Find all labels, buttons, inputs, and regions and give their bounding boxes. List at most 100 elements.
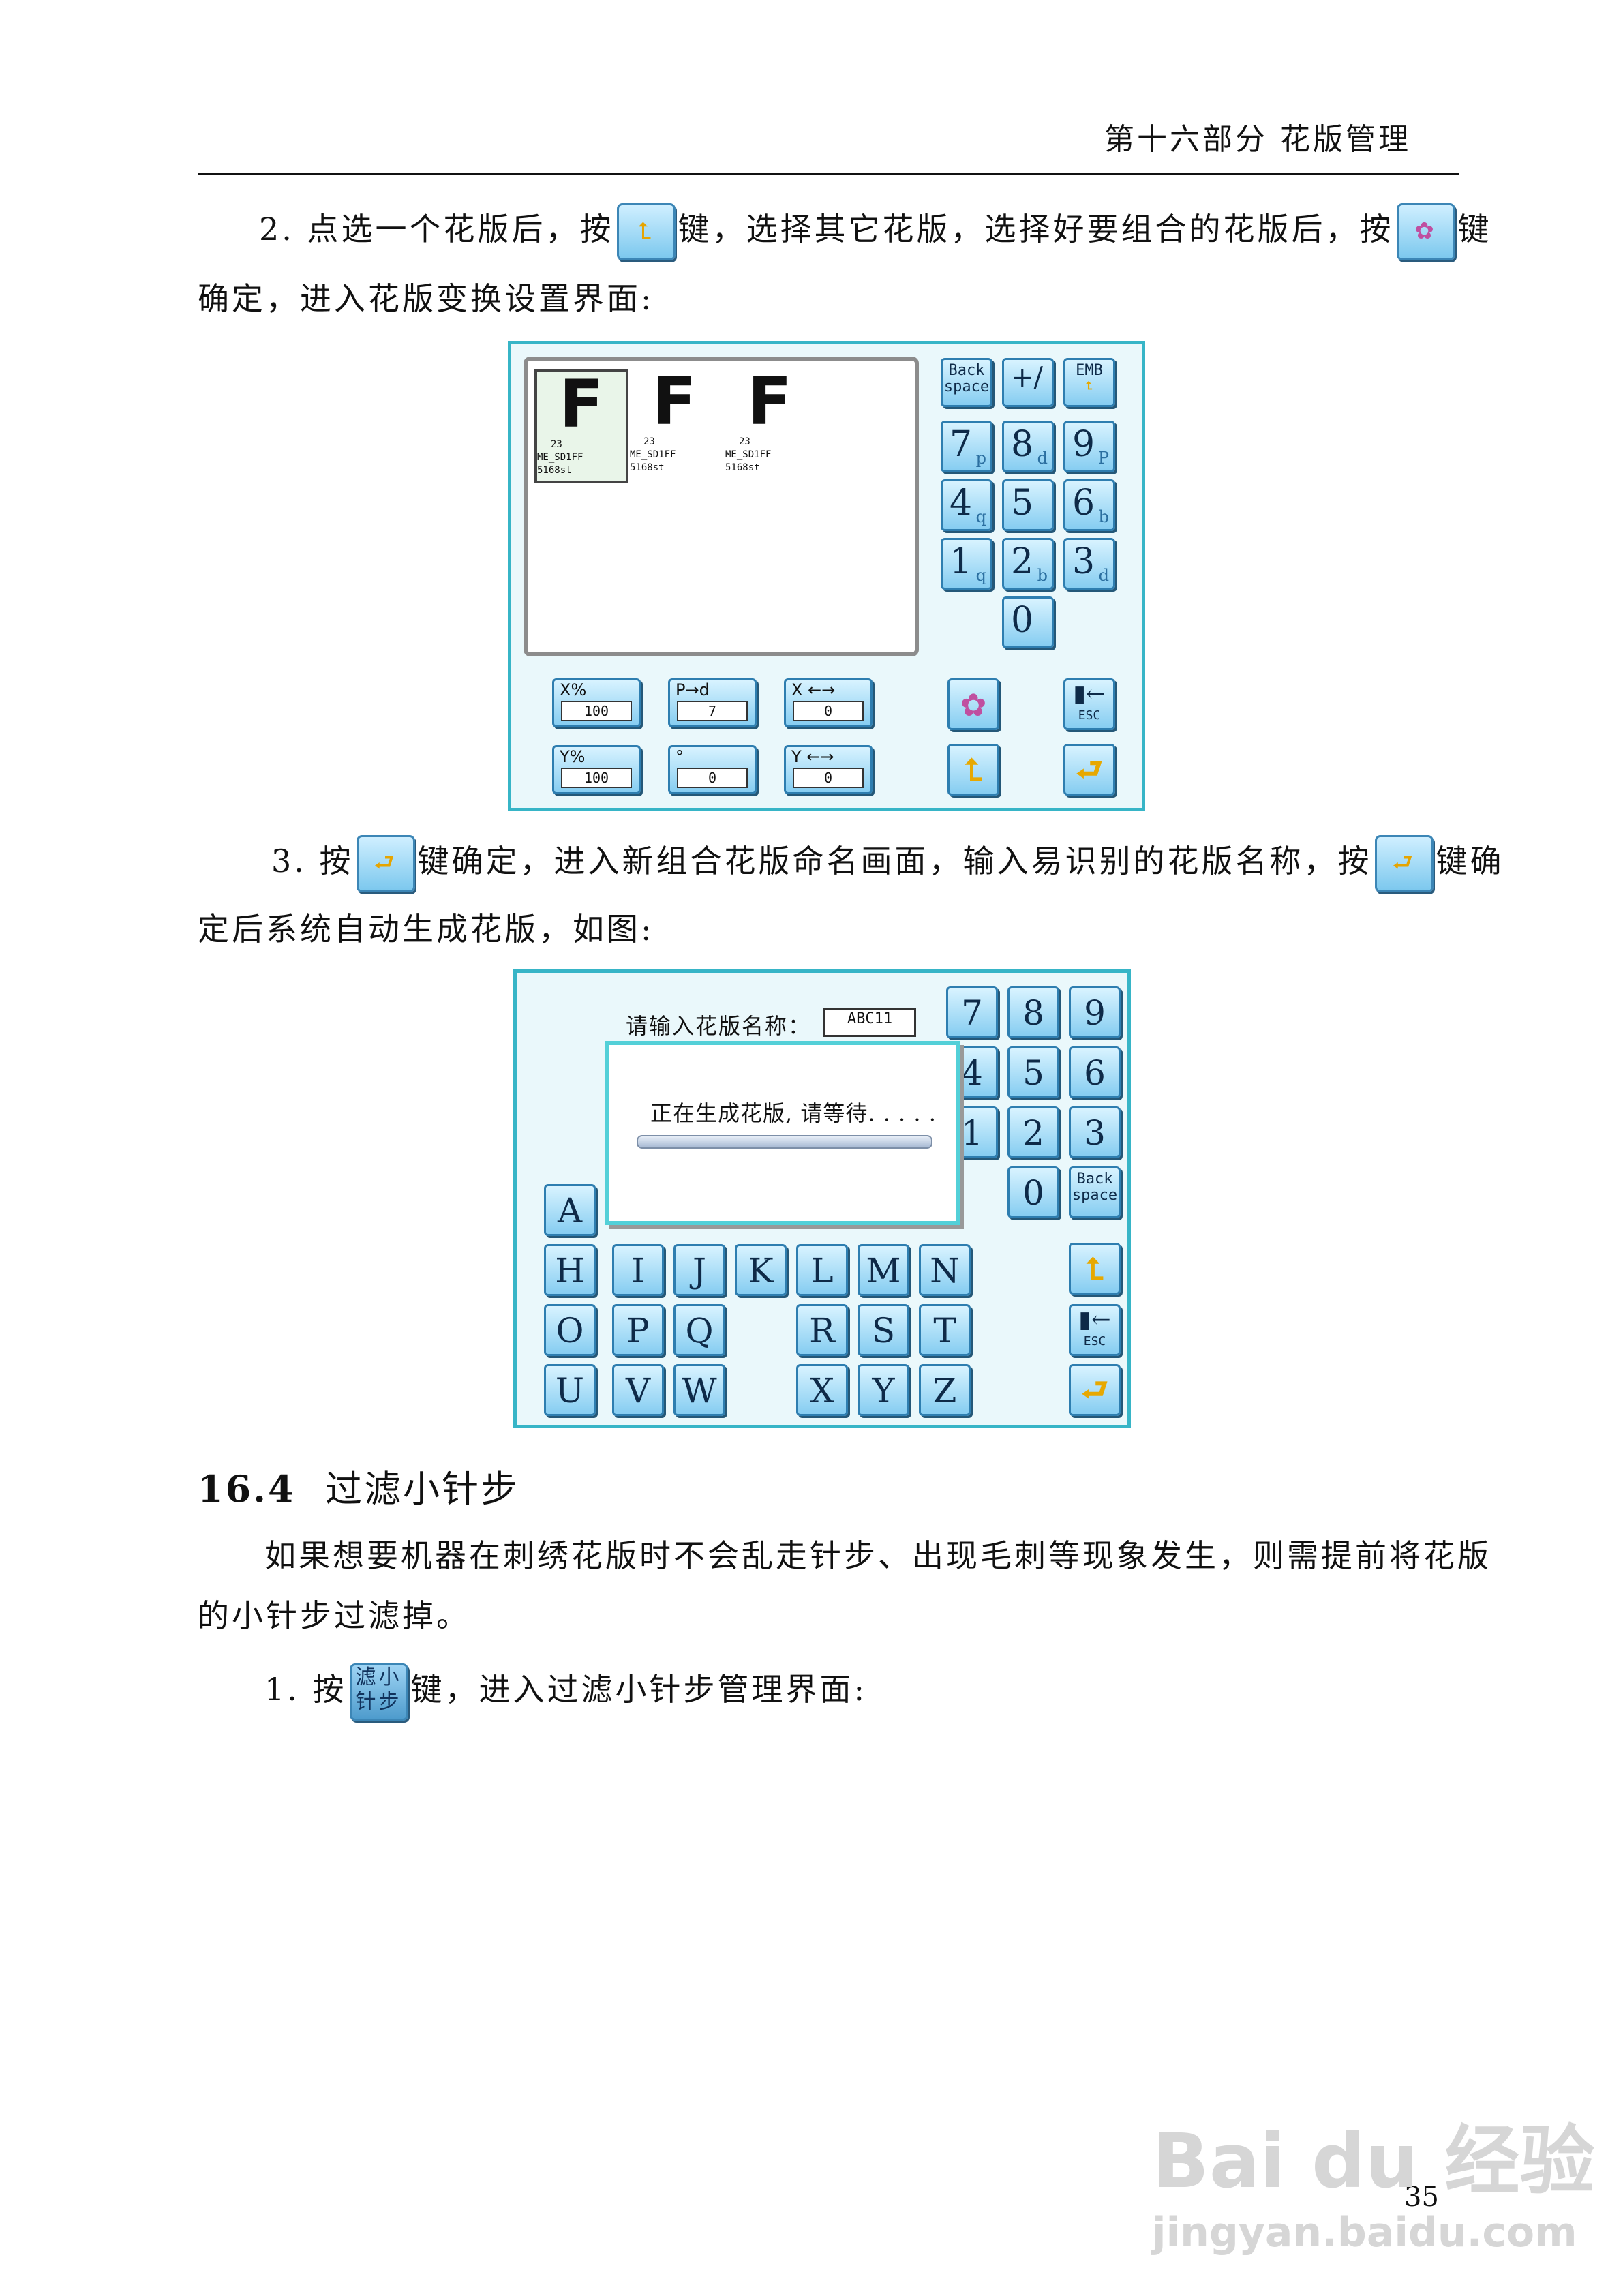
section-number: 16.4: [198, 1467, 296, 1511]
backspace-key[interactable]: Back space: [941, 358, 992, 407]
section-step1-number: 1.: [264, 1671, 300, 1708]
section-step1-text-b: 键，进入过滤小针步管理界面:: [410, 1671, 868, 1708]
pattern-preview-area: F 23 ME_SD1FF 5168st F 23 ME_SD1FF 5168s…: [524, 357, 919, 656]
exit-icon: ▮←: [1073, 680, 1106, 708]
filter-small-stitch-key-icon: 滤小 针步: [349, 1663, 408, 1721]
key-5[interactable]: 5: [1002, 479, 1054, 531]
section-title: 过滤小针步: [325, 1468, 520, 1511]
key-j[interactable]: J: [673, 1244, 725, 1296]
key-5[interactable]: 5: [1007, 1046, 1059, 1098]
enter-icon: ⮐: [1081, 1373, 1108, 1408]
key-1[interactable]: 1: [946, 1106, 998, 1158]
key-3[interactable]: 3: [1069, 1106, 1121, 1158]
key-x[interactable]: X: [796, 1364, 848, 1416]
backspace-key[interactable]: Back space: [1069, 1166, 1121, 1218]
key-r[interactable]: R: [796, 1304, 848, 1356]
naming-screen: 请输入花版名称： ABC11 7 8 9 4 5 6 1 2 3 0 Back …: [513, 969, 1131, 1428]
return-button[interactable]: ⮤: [947, 744, 999, 796]
return-button[interactable]: ⮤: [1069, 1243, 1121, 1295]
return-key-icon: ⮤: [616, 203, 676, 260]
key-l[interactable]: L: [796, 1244, 848, 1296]
key-h[interactable]: H: [544, 1244, 596, 1296]
x-offset-field[interactable]: X ←→0: [784, 678, 873, 727]
section-step1-text-a: 按: [312, 1671, 347, 1708]
step2-line2: 确定，进入花版变换设置界面:: [198, 280, 654, 317]
confirm-key-icon: ⮐: [356, 835, 415, 892]
key-0[interactable]: 0: [1007, 1166, 1059, 1218]
key-m[interactable]: M: [858, 1244, 909, 1296]
step2-number: 2.: [259, 211, 294, 247]
emb-key[interactable]: EMB⮤: [1063, 358, 1115, 407]
key-o[interactable]: O: [544, 1304, 596, 1356]
confirm-key-icon-2: ⮐: [1374, 835, 1434, 892]
step3-text-b: 键确定，进入新组合花版命名画面，输入易识别的花版名称，按: [417, 843, 1372, 879]
key-w[interactable]: W: [673, 1364, 725, 1416]
step2-line1: 2. 点选一个花版后，按⮤键，选择其它花版，选择好要组合的花版后，按✿键: [259, 203, 1492, 260]
header-divider: [198, 173, 1459, 175]
generating-dialog: 正在生成花版, 请等待. . . . .: [605, 1041, 960, 1225]
key-v[interactable]: V: [612, 1364, 664, 1416]
pattern-thumbnail-2[interactable]: F 23 ME_SD1FF 5168st: [630, 363, 697, 473]
step3-text-a: 按: [319, 843, 354, 879]
return-icon: ⮤: [1086, 1252, 1104, 1286]
name-prompt: 请输入花版名称：: [626, 1013, 812, 1039]
step2-text-c: 键: [1457, 211, 1492, 247]
key-7[interactable]: 7: [946, 986, 998, 1038]
pattern-thumbnail-1[interactable]: F 23 ME_SD1FF 5168st: [534, 369, 628, 483]
key-6[interactable]: 6: [1069, 1046, 1121, 1098]
y-scale-field[interactable]: Y%100: [552, 745, 641, 794]
plus-minus-key[interactable]: +/: [1002, 358, 1054, 407]
section-heading: 16.4 过滤小针步: [198, 1459, 519, 1513]
confirm-button[interactable]: ⮐: [1069, 1364, 1121, 1416]
key-y[interactable]: Y: [858, 1364, 909, 1416]
esc-button[interactable]: ▮←ESC: [1069, 1304, 1121, 1356]
step3-line2: 定后系统自动生成花版，如图:: [198, 911, 654, 948]
esc-button[interactable]: ▮←ESC: [1063, 678, 1115, 730]
step3-number: 3.: [271, 843, 307, 879]
key-u[interactable]: U: [544, 1364, 596, 1416]
rotation-field[interactable]: °0: [668, 745, 757, 794]
key-q[interactable]: Q: [673, 1304, 725, 1356]
page-header: 第十六部分 花版管理: [1104, 122, 1411, 157]
step2-text-a: 点选一个花版后，按: [307, 211, 614, 247]
baidu-watermark-url: jingyan.baidu.com: [1152, 2209, 1577, 2256]
generating-message: 正在生成花版, 请等待. . . . .: [650, 1100, 937, 1126]
step3-line1: 3. 按⮐键确定，进入新组合花版命名画面，输入易识别的花版名称，按⮐键确: [271, 835, 1504, 892]
key-p[interactable]: P: [612, 1304, 664, 1356]
key-2[interactable]: 2: [1007, 1106, 1059, 1158]
return-icon: ⮤: [965, 753, 982, 787]
key-i[interactable]: I: [612, 1244, 664, 1296]
key-s[interactable]: S: [858, 1304, 909, 1356]
key-9[interactable]: 9: [1069, 986, 1121, 1038]
pattern-name-input[interactable]: ABC11: [823, 1008, 916, 1037]
key-z[interactable]: Z: [919, 1364, 971, 1416]
baidu-watermark-logo: Bai du 经验: [1152, 2117, 1595, 2205]
return-arrow-icon: ⮤: [1086, 379, 1093, 392]
x-scale-field[interactable]: X%100: [552, 678, 641, 727]
key-a[interactable]: A: [544, 1184, 596, 1236]
key-0[interactable]: 0: [1002, 596, 1054, 648]
enter-icon: ⮐: [1076, 753, 1103, 787]
section-intro-line2: 的小针步过滤掉。: [198, 1597, 470, 1634]
page-number: 35: [1404, 2181, 1439, 2213]
key-t[interactable]: T: [919, 1304, 971, 1356]
confirm-button[interactable]: ⮐: [1063, 744, 1115, 796]
y-offset-field[interactable]: Y ←→0: [784, 745, 873, 794]
combine-button[interactable]: ✿: [947, 678, 999, 730]
transform-settings-screen: F 23 ME_SD1FF 5168st F 23 ME_SD1FF 5168s…: [508, 341, 1145, 811]
key-8[interactable]: 8: [1007, 986, 1059, 1038]
exit-icon: ▮←: [1078, 1306, 1111, 1333]
pattern-thumbnail-3[interactable]: F 23 ME_SD1FF 5168st: [725, 363, 792, 473]
key-k[interactable]: K: [735, 1244, 787, 1296]
section-intro-line1: 如果想要机器在刺绣花版时不会乱走针步、出现毛刺等现象发生，则需提前将花版: [264, 1537, 1491, 1574]
key-n[interactable]: N: [919, 1244, 971, 1296]
